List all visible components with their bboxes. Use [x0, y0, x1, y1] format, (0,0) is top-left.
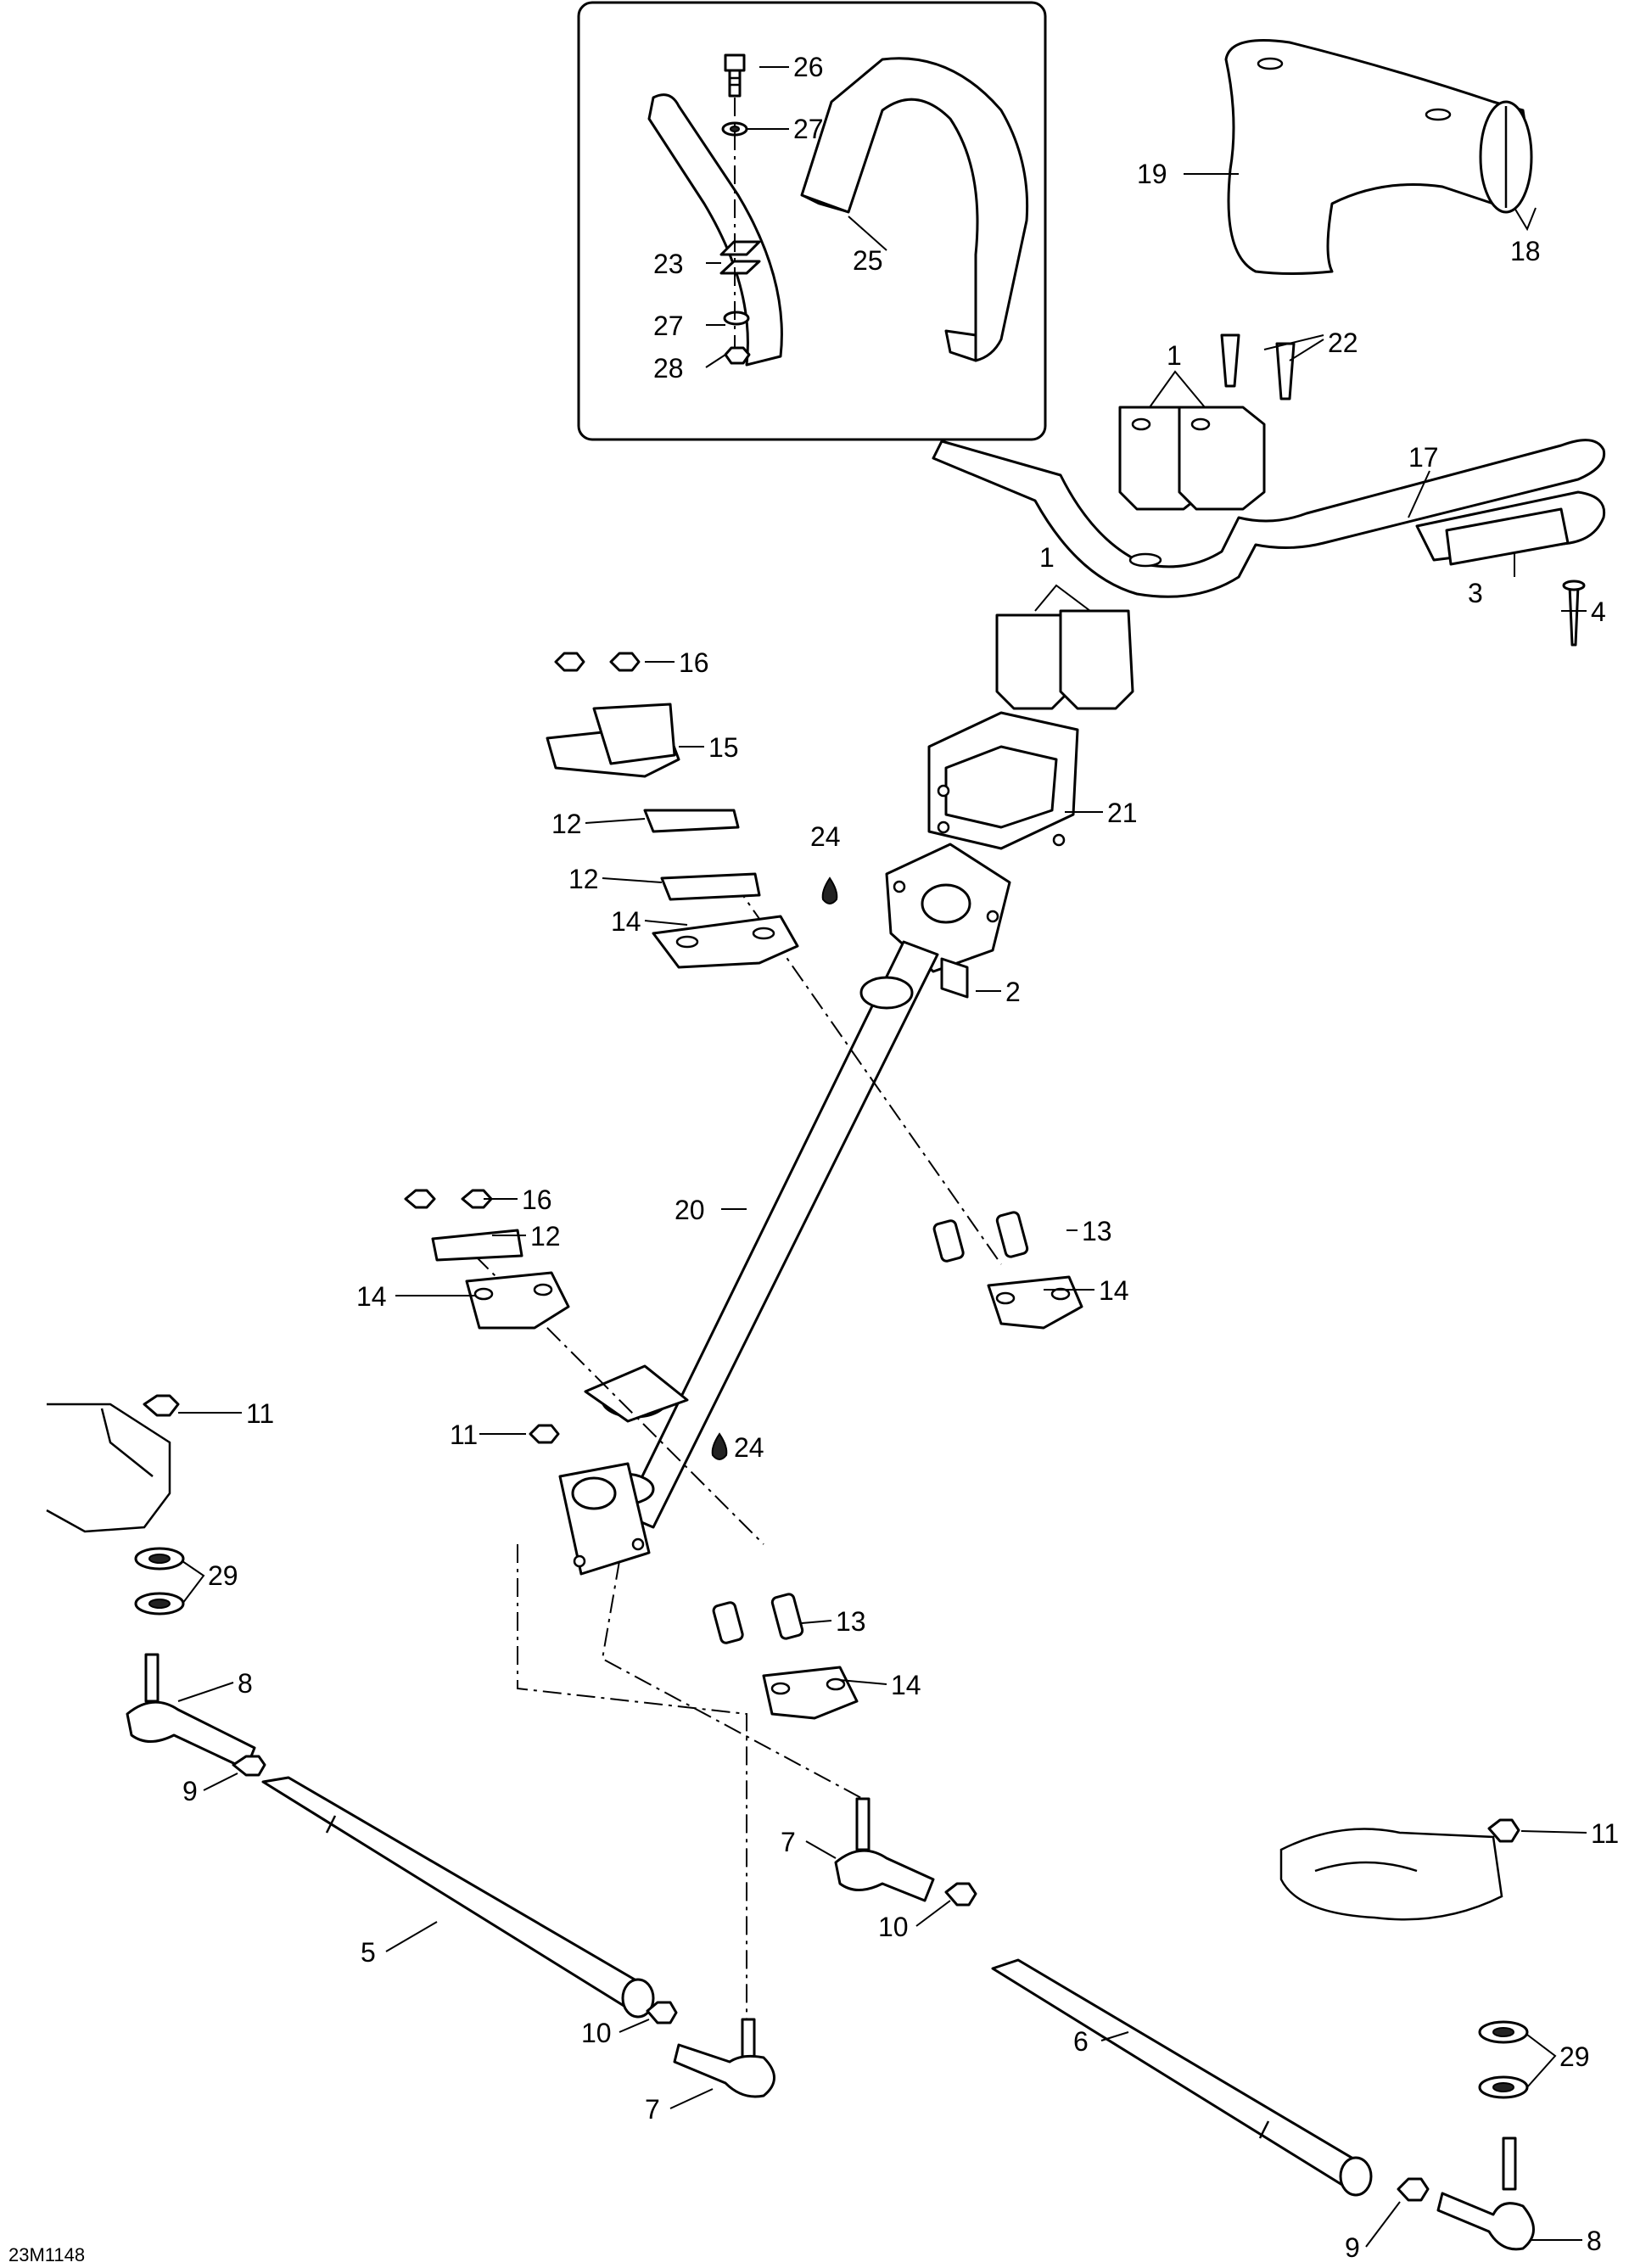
callout-2: 2 [1005, 977, 1021, 1007]
handlebar-clamp-1-lower [995, 609, 1134, 710]
inset-detail-box [577, 1, 1047, 441]
callout-14: 14 [356, 1281, 387, 1312]
ball-joint-8-right [1397, 2136, 1535, 2251]
callout-11: 11 [450, 1420, 478, 1450]
callout-15: 15 [708, 732, 739, 763]
callout-7: 7 [645, 2094, 660, 2125]
column-support-21 [927, 711, 1079, 850]
callout-27: 27 [793, 114, 824, 144]
drawing-reference: 23M1148 [8, 2244, 85, 2265]
callout-1: 1 [1039, 542, 1055, 573]
callout-16: 16 [679, 647, 709, 678]
callout-25: 25 [853, 245, 883, 276]
callout-4: 4 [1591, 596, 1606, 627]
hand-guard-19 [1224, 39, 1533, 275]
callout-1: 1 [1167, 340, 1182, 371]
callout-17: 17 [1408, 442, 1439, 473]
spacer-bracket-right-upper [932, 1211, 1083, 1330]
callout-14: 14 [1099, 1275, 1129, 1306]
left-frame-bracket [46, 1394, 180, 1533]
bolt-26 [724, 53, 746, 98]
callout-3: 3 [1468, 578, 1483, 608]
lower-pivot-plate [529, 1424, 651, 1576]
bolts-22 [1220, 333, 1296, 400]
callout-10: 10 [878, 1912, 909, 1942]
callout-12: 12 [551, 809, 582, 839]
upper-bracket-assembly [546, 652, 799, 969]
callout-24: 24 [810, 821, 841, 852]
callout-26: 26 [793, 52, 824, 82]
callout-6: 6 [1073, 2026, 1089, 2057]
callout-10: 10 [581, 2018, 612, 2048]
callout-5: 5 [361, 1937, 376, 1968]
callout-12: 12 [568, 864, 599, 894]
callout-13: 13 [836, 1606, 866, 1637]
callout-14: 14 [611, 906, 641, 937]
callout-29: 29 [208, 1560, 238, 1591]
nut-2 [940, 957, 969, 999]
oil-drop-icon [821, 876, 838, 904]
spacer-bracket-lower [712, 1593, 859, 1720]
callout-21: 21 [1107, 798, 1138, 828]
right-steering-arm [1279, 1818, 1520, 1921]
middle-bracket-assembly [404, 1189, 570, 1330]
washers-29-left [134, 1547, 185, 1616]
callout-18: 18 [1510, 236, 1541, 266]
callout-22: 22 [1328, 328, 1358, 358]
callout-28: 28 [653, 353, 684, 384]
callout-12: 12 [530, 1221, 561, 1252]
ball-joint-7-center [834, 1797, 977, 1907]
column-flange [885, 843, 1011, 973]
callout-labels: 26 27 23 27 28 25 19 18 22 1 17 1 3 4 16… [8, 52, 1619, 2265]
handlebar-17 [932, 439, 1606, 647]
callout-9: 9 [1345, 2232, 1360, 2263]
tie-rod-6 [991, 1958, 1373, 2197]
ball-joint-7-lower [646, 2001, 775, 2098]
callout-16: 16 [522, 1184, 552, 1215]
callout-9: 9 [182, 1776, 198, 1806]
oil-drop-icon [711, 1432, 728, 1460]
callout-19: 19 [1137, 159, 1167, 189]
callout-14: 14 [891, 1670, 921, 1700]
washers-29-right [1478, 2020, 1529, 2099]
callout-8: 8 [1587, 2226, 1602, 2256]
tie-rod-5 [261, 1776, 655, 2019]
callout-13: 13 [1082, 1216, 1112, 1246]
callout-27: 27 [653, 311, 684, 341]
callout-24: 24 [734, 1432, 764, 1463]
handlebar-clamp-1-upper [1118, 406, 1266, 511]
leader-lines [177, 66, 1587, 2248]
callout-11: 11 [1591, 1818, 1619, 1849]
callout-7: 7 [781, 1827, 796, 1857]
callout-11: 11 [246, 1398, 274, 1429]
callout-20: 20 [675, 1195, 705, 1225]
callout-8: 8 [238, 1668, 253, 1699]
ball-joint-8-left [126, 1653, 266, 1777]
callout-23: 23 [653, 249, 684, 279]
callout-29: 29 [1559, 2041, 1590, 2072]
